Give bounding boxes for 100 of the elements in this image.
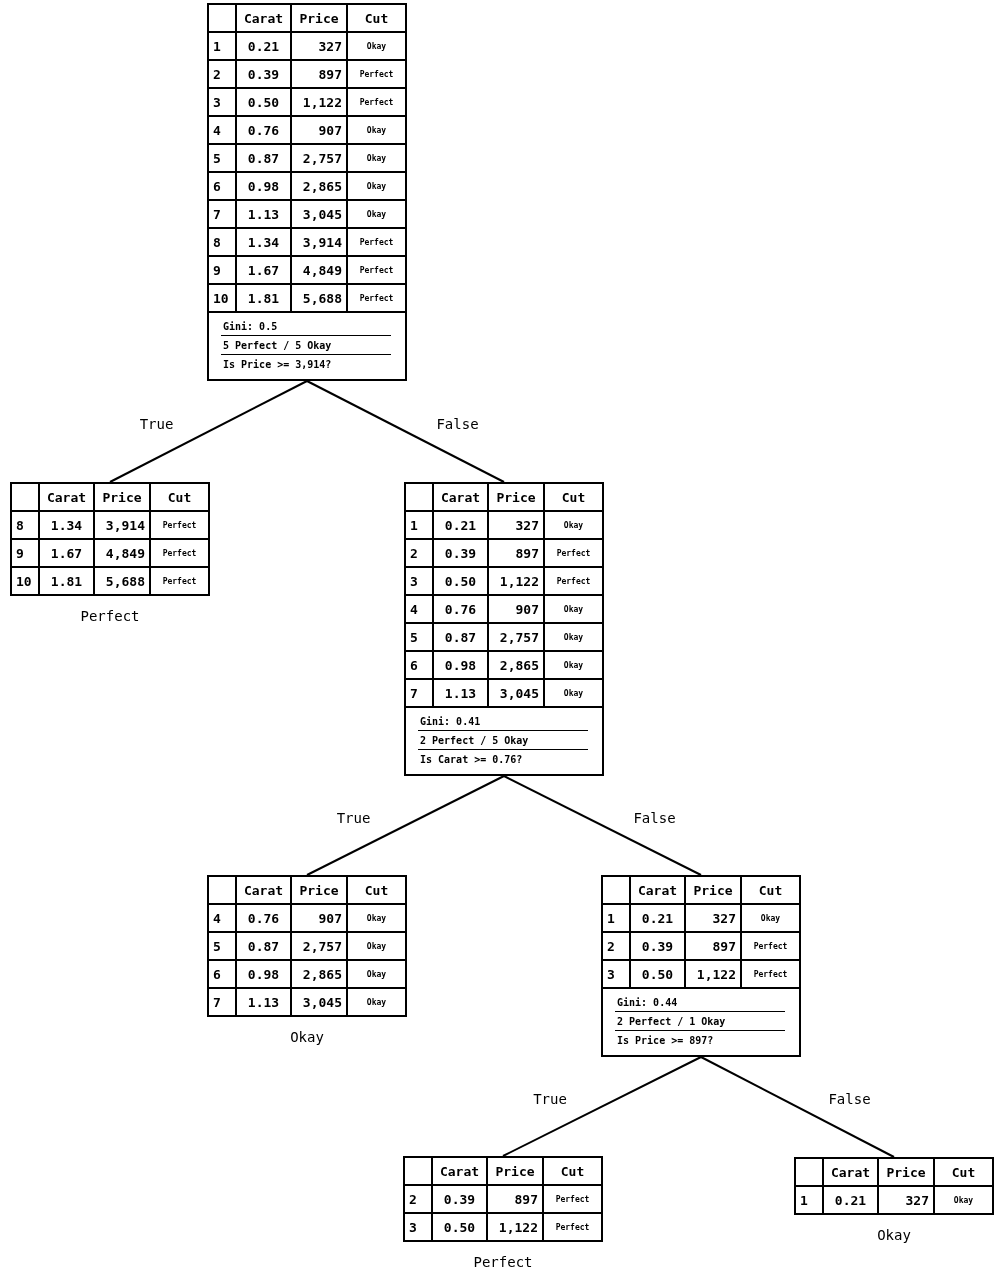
split-question: Is Carat >= 0.76? bbox=[419, 753, 524, 767]
carat-value: 1.81 bbox=[237, 285, 292, 313]
price-value: 3,045 bbox=[292, 989, 348, 1017]
column-header: Carat bbox=[237, 5, 292, 33]
price-value: 1,122 bbox=[488, 1214, 544, 1242]
row-number: 5 bbox=[209, 145, 237, 173]
column-header: Price bbox=[489, 484, 545, 512]
price-value: 2,757 bbox=[292, 933, 348, 961]
carat-value: 0.87 bbox=[237, 145, 292, 173]
price-value: 327 bbox=[489, 512, 545, 540]
gini-value: Gini: 0.41 bbox=[418, 712, 588, 731]
cut-value: Perfect bbox=[348, 285, 405, 313]
column-header: Price bbox=[292, 5, 348, 33]
carat-value: 1.67 bbox=[40, 540, 95, 568]
row-number: 10 bbox=[12, 568, 40, 596]
row-number: 4 bbox=[209, 117, 237, 145]
price-value: 2,865 bbox=[292, 961, 348, 989]
column-header: Carat bbox=[631, 877, 686, 905]
carat-value: 0.50 bbox=[237, 89, 292, 117]
class-count: 2 Perfect / 5 Okay bbox=[418, 731, 588, 750]
data-table-node bbox=[794, 1157, 994, 1215]
carat-value: 0.39 bbox=[631, 933, 686, 961]
carat-value: 0.76 bbox=[237, 905, 292, 933]
row-number: 2 bbox=[405, 1186, 433, 1214]
price-value: 4,849 bbox=[292, 257, 348, 285]
cut-value: Okay bbox=[348, 201, 405, 229]
cut-value: Okay bbox=[545, 624, 602, 652]
carat-value: 0.21 bbox=[824, 1187, 879, 1215]
price-value: 327 bbox=[292, 33, 348, 61]
price-value: 3,045 bbox=[489, 680, 545, 708]
cut-value: Okay bbox=[348, 989, 405, 1017]
row-number: 7 bbox=[209, 201, 237, 229]
leaf-class-label: Perfect bbox=[473, 1254, 533, 1270]
cut-value: Perfect bbox=[742, 961, 799, 989]
price-value: 897 bbox=[686, 933, 742, 961]
leaf-class-label: Perfect bbox=[80, 608, 140, 624]
price-value: 2,865 bbox=[489, 652, 545, 680]
cut-value: Perfect bbox=[348, 229, 405, 257]
column-header: Carat bbox=[433, 1158, 488, 1186]
price-value: 3,045 bbox=[292, 201, 348, 229]
row-number: 8 bbox=[12, 512, 40, 540]
price-value: 897 bbox=[489, 540, 545, 568]
column-header: Price bbox=[879, 1159, 935, 1187]
cut-value: Okay bbox=[348, 117, 405, 145]
row-number: 2 bbox=[406, 540, 434, 568]
cut-value: Okay bbox=[545, 596, 602, 624]
data-table-node bbox=[207, 875, 407, 1017]
column-header: Price bbox=[488, 1158, 544, 1186]
leaf-class-label: Okay bbox=[877, 1227, 911, 1243]
class-count: 5 Perfect / 5 Okay bbox=[221, 336, 391, 355]
row-number: 6 bbox=[406, 652, 434, 680]
row-number: 1 bbox=[796, 1187, 824, 1215]
cut-value: Perfect bbox=[151, 568, 208, 596]
price-value: 897 bbox=[488, 1186, 544, 1214]
column-header: Cut bbox=[151, 484, 208, 512]
cut-value: Perfect bbox=[151, 512, 208, 540]
row-number: 5 bbox=[406, 624, 434, 652]
price-value: 1,122 bbox=[489, 568, 545, 596]
price-value: 907 bbox=[489, 596, 545, 624]
carat-value: 1.67 bbox=[237, 257, 292, 285]
carat-value: 0.50 bbox=[434, 568, 489, 596]
column-header: Price bbox=[95, 484, 151, 512]
tree-branch-line bbox=[306, 775, 505, 876]
carat-value: 0.39 bbox=[237, 61, 292, 89]
cut-value: Perfect bbox=[151, 540, 208, 568]
row-number: 3 bbox=[603, 961, 631, 989]
row-number: 6 bbox=[209, 961, 237, 989]
price-value: 1,122 bbox=[686, 961, 742, 989]
price-value: 907 bbox=[292, 905, 348, 933]
price-value: 2,757 bbox=[292, 145, 348, 173]
carat-value: 0.39 bbox=[433, 1186, 488, 1214]
split-question: Is Price >= 3,914? bbox=[222, 358, 333, 372]
column-header: Carat bbox=[824, 1159, 879, 1187]
column-header: Cut bbox=[935, 1159, 992, 1187]
cut-value: Perfect bbox=[348, 89, 405, 117]
data-table-node bbox=[207, 3, 407, 381]
row-number: 4 bbox=[209, 905, 237, 933]
row-number: 7 bbox=[209, 989, 237, 1017]
cut-value: Okay bbox=[348, 173, 405, 201]
row-number: 10 bbox=[209, 285, 237, 313]
carat-value: 1.34 bbox=[40, 512, 95, 540]
price-value: 327 bbox=[686, 905, 742, 933]
row-number: 6 bbox=[209, 173, 237, 201]
row-number: 9 bbox=[209, 257, 237, 285]
price-value: 5,688 bbox=[292, 285, 348, 313]
column-header: Cut bbox=[348, 877, 405, 905]
cut-value: Perfect bbox=[742, 933, 799, 961]
data-table-node bbox=[403, 1156, 603, 1242]
row-number: 3 bbox=[406, 568, 434, 596]
cut-value: Okay bbox=[348, 961, 405, 989]
price-value: 1,122 bbox=[292, 89, 348, 117]
price-value: 3,914 bbox=[292, 229, 348, 257]
row-number: 1 bbox=[603, 905, 631, 933]
tree-branch-line bbox=[306, 380, 505, 483]
row-number: 1 bbox=[406, 512, 434, 540]
column-header: Cut bbox=[742, 877, 799, 905]
row-number: 4 bbox=[406, 596, 434, 624]
carat-value: 1.81 bbox=[40, 568, 95, 596]
data-table-node bbox=[10, 482, 210, 596]
cut-value: Perfect bbox=[545, 568, 602, 596]
